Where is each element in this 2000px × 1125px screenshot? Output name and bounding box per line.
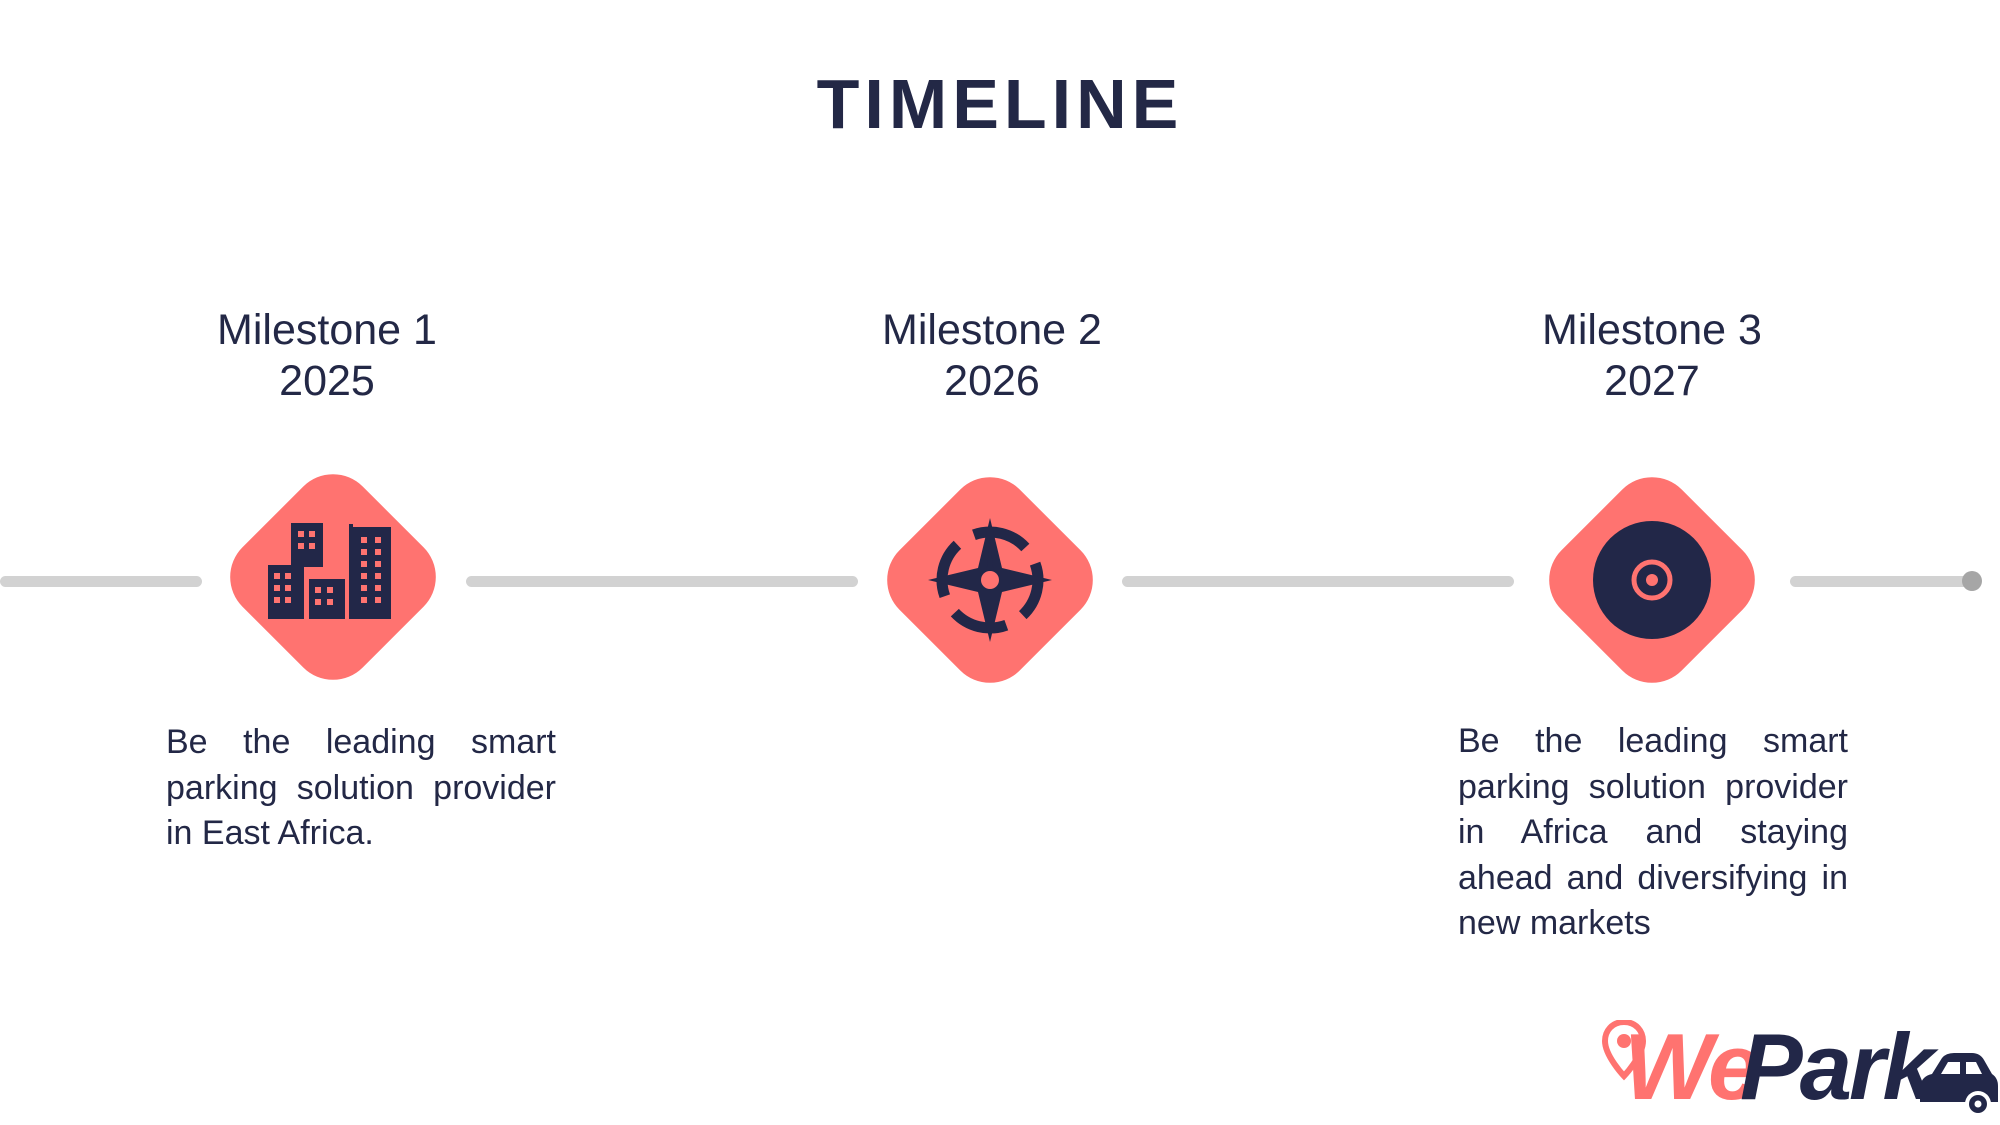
timeline-line-segment	[1790, 576, 1972, 587]
target-icon	[1593, 521, 1711, 639]
milestone-3-description: Be the leading smart parking solution pr…	[1458, 722, 1848, 942]
timeline-line-segment	[466, 576, 858, 587]
milestone-3-heading: Milestone 3 2027	[1482, 305, 1822, 407]
milestone-3-marker	[1532, 460, 1772, 700]
car-icon	[1920, 1053, 1998, 1117]
page-title: TIMELINE	[816, 65, 1184, 143]
logo-text-park: Park	[1740, 1014, 1935, 1119]
milestone-label: Milestone 2	[882, 306, 1102, 354]
milestone-1-marker	[213, 457, 453, 697]
wepark-logo: We Park	[1602, 1012, 2000, 1122]
milestone-1-description: Be the leading smart parking solution pr…	[166, 723, 556, 852]
milestone-2-marker	[870, 460, 1110, 700]
milestone-year: 2026	[944, 357, 1040, 405]
timeline-line-segment	[1122, 576, 1514, 587]
milestone-year: 2027	[1604, 357, 1700, 405]
timeline-line-segment	[0, 576, 202, 587]
milestone-1-heading: Milestone 1 2025	[157, 305, 497, 407]
milestone-year: 2025	[279, 357, 375, 405]
milestone-label: Milestone 1	[217, 306, 437, 354]
milestone-label: Milestone 3	[1542, 306, 1762, 354]
timeline-end-dot	[1962, 571, 1982, 591]
city-buildings-icon	[268, 523, 391, 619]
milestone-2-heading: Milestone 2 2026	[822, 305, 1162, 407]
logo-text-we: We	[1624, 1014, 1760, 1119]
map-pin-icon	[1602, 1020, 1646, 1081]
